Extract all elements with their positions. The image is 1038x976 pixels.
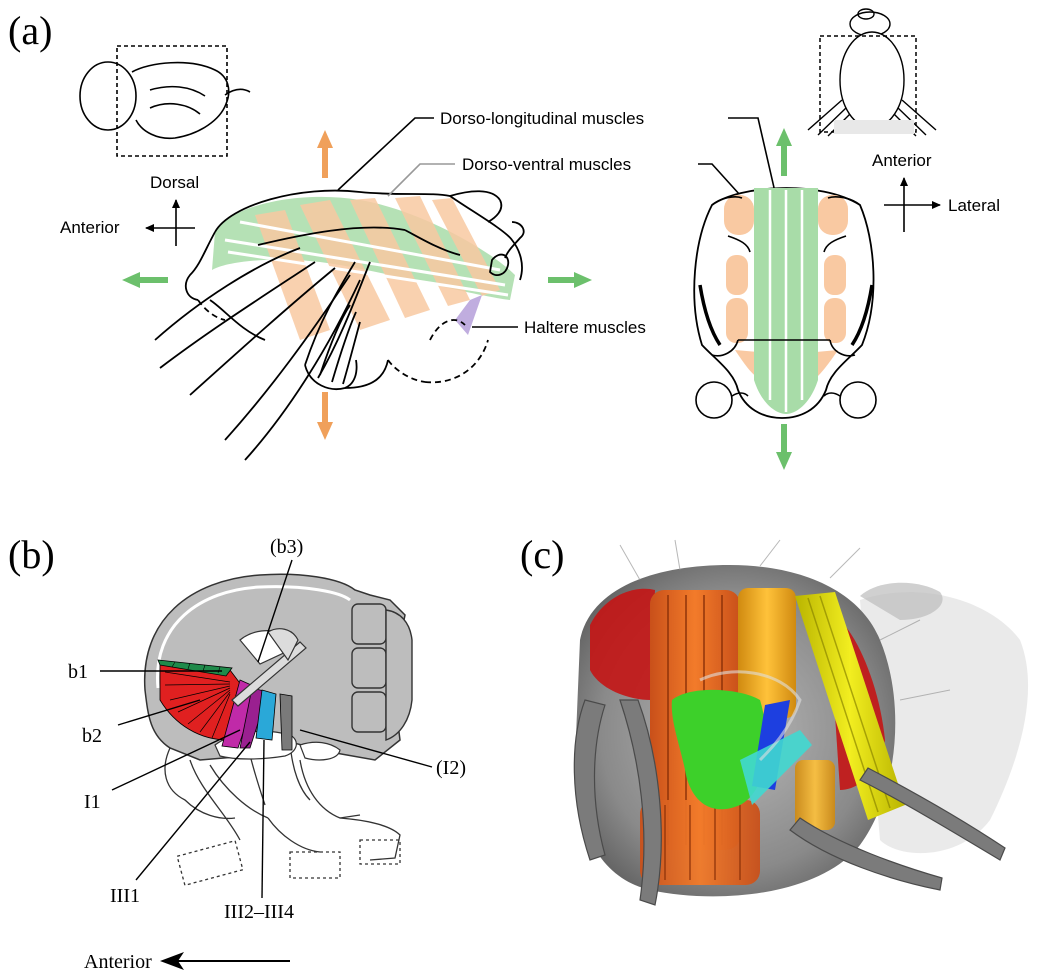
label-b3: (b3) xyxy=(270,536,303,558)
thorax-section-diagram xyxy=(145,574,412,885)
inset-fly-side-icon xyxy=(80,46,250,156)
top-axis-anterior: Anterior xyxy=(872,151,932,170)
side-axis-dorsal: Dorsal xyxy=(150,173,199,192)
panel-b-anterior-axis: Anterior xyxy=(84,951,290,973)
label-anterior-bottom: Anterior xyxy=(84,951,152,973)
label-dlm: Dorso-longitudinal muscles xyxy=(440,109,644,128)
side-axis-anterior: Anterior xyxy=(60,218,120,237)
label-b2: b2 xyxy=(82,725,102,747)
inset-fly-top-icon xyxy=(808,9,936,136)
micro-ct-render xyxy=(574,540,1028,905)
label-III2-III4: III2–III4 xyxy=(224,901,294,923)
label-I2: (I2) xyxy=(436,757,466,779)
label-I1: I1 xyxy=(84,791,101,813)
top-axis-lateral: Lateral xyxy=(948,196,1000,215)
panel-b-label: (b) xyxy=(8,532,55,577)
side-axes-compass: Dorsal Anterior xyxy=(60,173,199,246)
label-dvm: Dorso-ventral muscles xyxy=(462,155,631,174)
label-haltere: Haltere muscles xyxy=(524,318,646,337)
thorax-top-view xyxy=(694,128,876,470)
label-b1: b1 xyxy=(68,661,88,683)
muscle-I2 xyxy=(280,694,292,750)
panel-a-label: (a) xyxy=(8,8,52,53)
top-axes-compass: Anterior Lateral xyxy=(872,151,1000,232)
panel-c-label: (c) xyxy=(520,532,564,577)
label-III1: III1 xyxy=(110,885,140,907)
